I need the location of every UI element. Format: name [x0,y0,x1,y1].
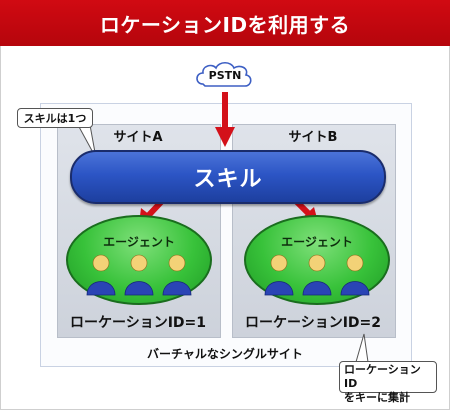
arrow-pstn-to-skill [215,92,235,147]
site-a-label: サイトA [113,130,163,145]
person-icon [124,254,154,296]
agent-people-icon [86,254,192,296]
agent-label-b: エージェント [281,235,353,249]
site-b-label: サイトB [288,130,338,145]
skill-bar: スキル [70,150,386,204]
agent-group-b: エージェント [244,215,390,305]
person-icon [162,254,192,296]
agent-label-a: エージェント [103,235,175,249]
person-icon [340,254,370,296]
pstn-label: PSTN [208,69,242,82]
person-icon [86,254,116,296]
page-title: ロケーションIDを利用する [0,0,450,46]
location-callout-line2: をキーに集計 [344,391,410,404]
location-id-label-a: ローケーションID=1 [69,315,207,331]
location-callout: ローケーションID をキーに集計 [339,361,437,404]
skill-callout: スキルは1つ [17,108,93,128]
location-id-label-b: ローケーションID=2 [244,315,382,331]
virtual-single-site-label: バーチャルなシングルサイト [147,347,303,361]
location-callout-line1: ローケーションID [344,363,421,390]
person-icon [264,254,294,296]
pstn-cloud-icon [196,61,252,87]
agent-people-icon [264,254,370,296]
agent-group-a: エージェント [66,215,212,305]
person-icon [302,254,332,296]
